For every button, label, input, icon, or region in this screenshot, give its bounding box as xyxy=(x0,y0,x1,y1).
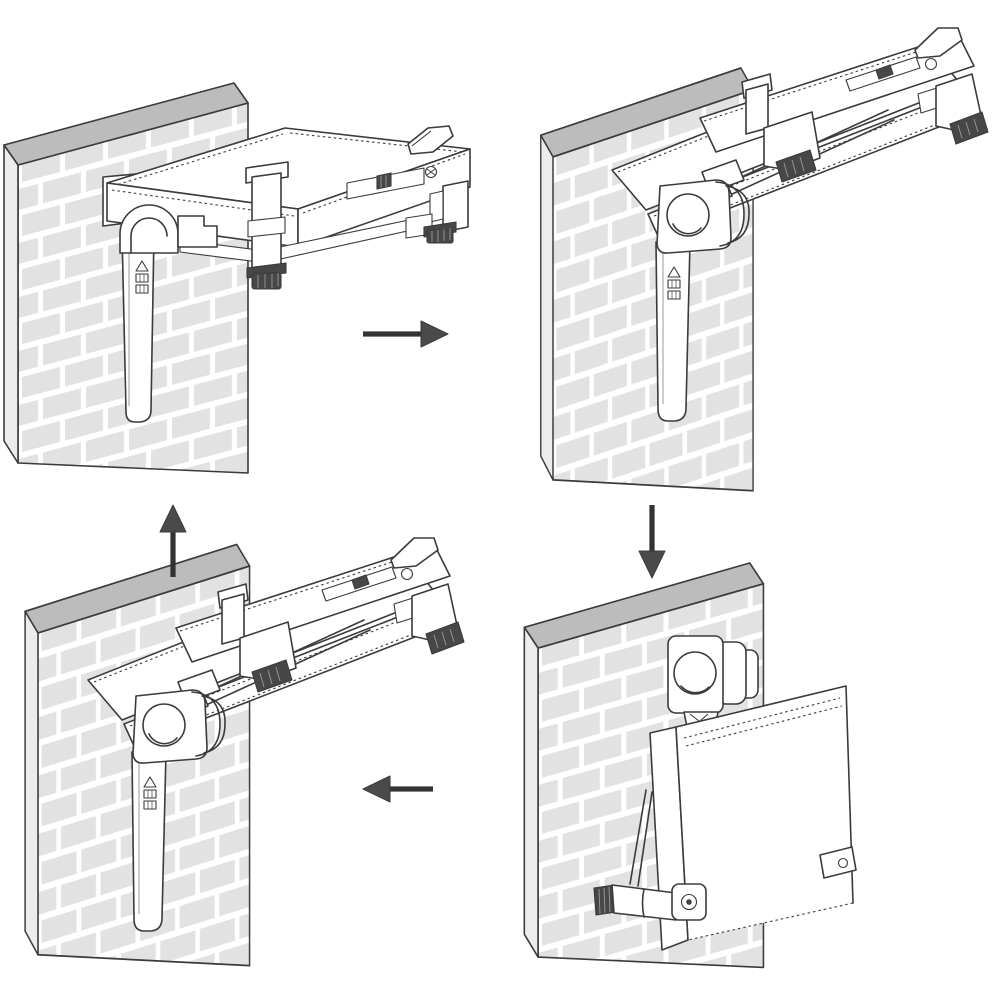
sequence-arrows xyxy=(159,320,666,803)
arrow-left-icon xyxy=(362,775,433,803)
panel-top-left xyxy=(3,82,470,474)
arrow-head xyxy=(362,775,391,803)
panel-bottom-right xyxy=(523,562,857,969)
arrow-head xyxy=(638,550,666,579)
panel-top-right xyxy=(539,28,988,492)
arrow-down-icon xyxy=(638,505,666,579)
panel-bottom-left xyxy=(24,538,464,967)
arrow-head xyxy=(420,320,449,348)
arrow-shaft xyxy=(363,331,422,337)
sequence-panels xyxy=(3,28,988,969)
arrow-shaft xyxy=(649,505,655,552)
arrow-head xyxy=(159,504,187,533)
shelf-tilted-up-bracket xyxy=(612,28,988,421)
arrow-shaft xyxy=(170,531,176,577)
arrow-up-icon xyxy=(159,504,187,577)
arrow-right-icon xyxy=(363,320,449,348)
arrow-shaft xyxy=(389,786,433,792)
